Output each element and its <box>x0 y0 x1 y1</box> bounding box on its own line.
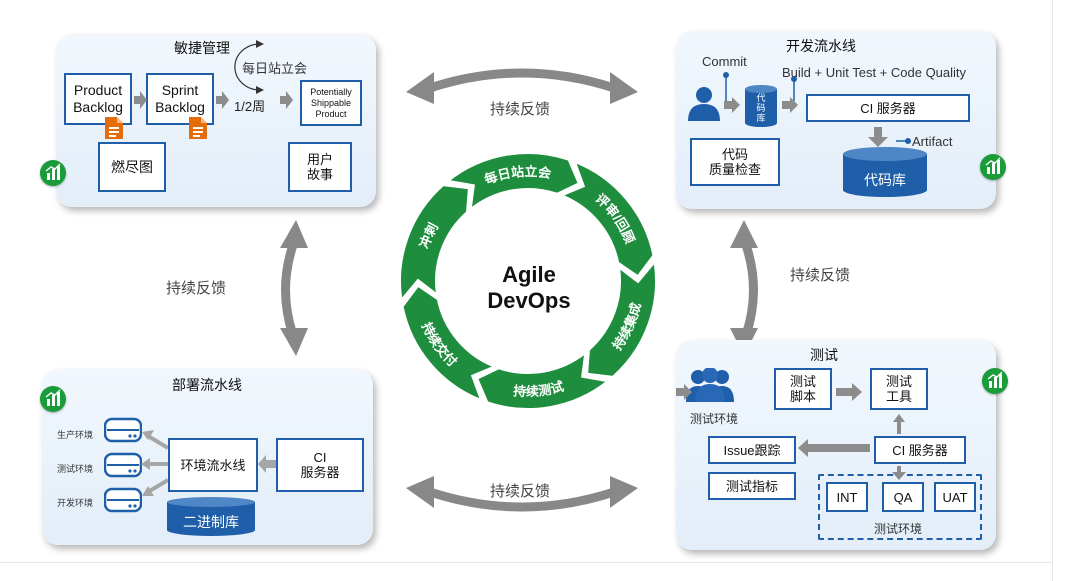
int-env-box: INT <box>826 482 868 512</box>
cycle-segment <box>559 160 655 278</box>
binary-repo-label: 二进制库 <box>183 514 239 530</box>
test-title: 测试 <box>810 347 838 363</box>
chart-badge-icon <box>40 160 66 186</box>
feedback-label-bottom: 持续反馈 <box>490 483 551 500</box>
frame-edge-right <box>1052 0 1053 581</box>
document-icon <box>189 117 207 139</box>
standup-label: 每日站立会 <box>242 61 308 76</box>
database-icon <box>843 147 927 197</box>
cycle-segment <box>401 284 497 402</box>
env-pipeline-box: 环境流水线 <box>168 438 258 492</box>
server-icon <box>104 417 142 443</box>
cycle-segment <box>475 350 611 410</box>
document-icon <box>105 117 123 139</box>
center-title-line1: Agile <box>502 262 556 287</box>
test-metrics-box: 测试指标 <box>708 472 796 500</box>
chart-badge-icon <box>982 368 1008 394</box>
test-ci-server-box: CI 服务器 <box>874 436 966 464</box>
user-story-box: 用户 故事 <box>288 142 352 192</box>
ci-connectors <box>723 72 911 147</box>
issue-tracking-box: Issue跟踪 <box>708 436 796 464</box>
standup-loop <box>234 40 264 94</box>
env-dev-label: 开发环境 <box>57 498 94 508</box>
commit-label: Commit <box>702 54 747 69</box>
ci-title: 开发流水线 <box>786 38 856 54</box>
deploy-flow-arrows <box>141 430 276 496</box>
feedback-label-top: 持续反馈 <box>490 101 551 118</box>
product-backlog-box: Product Backlog <box>64 73 132 125</box>
ci-server-box: CI 服务器 <box>806 94 970 122</box>
artifact-label: Artifact <box>912 134 953 149</box>
qa-env-box: QA <box>882 482 924 512</box>
tester-env-label: 测试环境 <box>690 412 739 426</box>
test-env-group-label: 测试环境 <box>874 522 923 536</box>
chart-badge-icon <box>980 154 1006 180</box>
person-icon <box>686 368 734 402</box>
test-flow-arrows <box>676 383 906 480</box>
code-repo-small-label: 代 码 库 <box>756 93 766 123</box>
code-repo-label: 代码库 <box>864 172 906 188</box>
deploy-title: 部署流水线 <box>172 377 242 393</box>
center-title: Agile DevOps <box>470 262 588 314</box>
cycle-segment <box>445 152 581 212</box>
database-icon <box>745 85 777 127</box>
feedback-label-right: 持续反馈 <box>790 267 851 284</box>
env-test-label: 测试环境 <box>57 464 94 474</box>
center-title-line2: DevOps <box>487 288 571 313</box>
chart-badge-icon <box>40 386 66 412</box>
build-label: Build + Unit Test + Code Quality <box>782 65 967 80</box>
test-script-box: 测试 脚本 <box>774 368 832 410</box>
env-prod-label: 生产环境 <box>57 430 94 440</box>
server-icon <box>104 487 142 513</box>
deploy-ci-server-box: CI 服务器 <box>276 438 364 492</box>
server-icon <box>104 452 142 478</box>
period-label: 1/2周 <box>234 99 266 114</box>
cycle-segment <box>586 259 657 378</box>
cycle-segment <box>399 184 470 303</box>
agile-title: 敏捷管理 <box>174 40 230 56</box>
burndown-box: 燃尽图 <box>98 142 166 192</box>
test-tool-box: 测试 工具 <box>870 368 928 410</box>
potentially-shippable-box: Potentially Shippable Product <box>300 80 362 126</box>
frame-edge-bottom <box>0 562 1052 563</box>
sprint-backlog-box: Sprint Backlog <box>146 73 214 125</box>
feedback-label-left: 持续反馈 <box>166 280 227 297</box>
uat-env-box: UAT <box>934 482 976 512</box>
quality-check-box: 代码 质量检查 <box>690 138 780 186</box>
agile-flow-arrows <box>134 91 293 109</box>
person-icon <box>688 87 720 121</box>
database-icon <box>167 497 255 536</box>
